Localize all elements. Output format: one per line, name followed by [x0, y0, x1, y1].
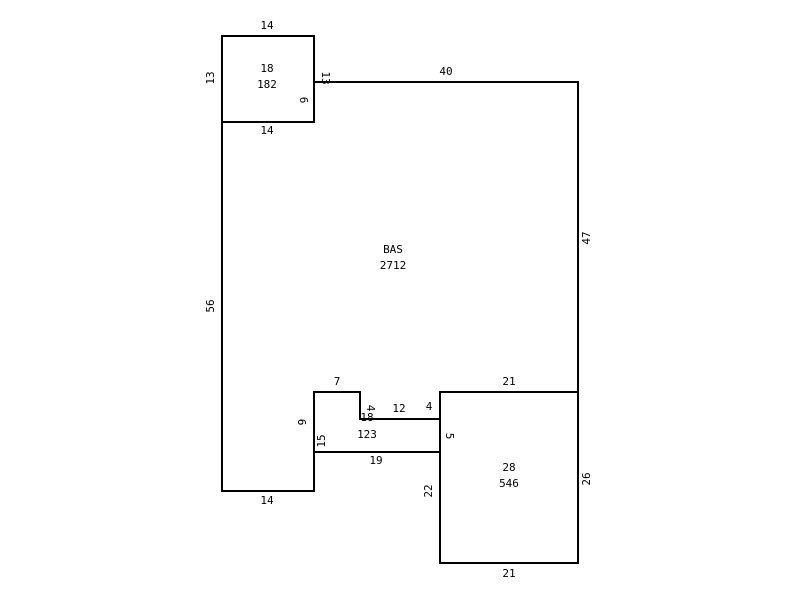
dim-bas-left: 56	[204, 299, 217, 312]
bottom-right-area-value: 546	[499, 477, 519, 490]
dim-tl-bottom: 14	[260, 124, 274, 137]
top-left-area-value: 182	[257, 78, 277, 91]
main-structure-outline	[314, 81, 579, 564]
dim-br-top: 21	[502, 375, 515, 388]
bas-area-code: BAS	[383, 243, 403, 256]
dim-mid-notch-top: 7	[334, 375, 341, 388]
dim-bas-right: 47	[580, 231, 593, 244]
dim-br-left: 22	[422, 484, 435, 497]
dim-mid-right: 5	[443, 433, 456, 440]
dim-mid-top: 12	[392, 402, 405, 415]
bas-area-value: 2712	[380, 259, 407, 272]
bottom-right-area-code: 28	[502, 461, 515, 474]
dim-tl-left: 13	[204, 71, 217, 84]
dim-br-bottom: 21	[502, 567, 515, 580]
dim-mid-left: 9	[296, 419, 309, 426]
dim-bas-bottom: 14	[260, 494, 274, 507]
dim-mid-bottom: 19	[369, 454, 382, 467]
top-left-area-code: 18	[260, 62, 273, 75]
dim-mid-notch-right: 4	[364, 405, 377, 412]
dim-br-right: 26	[580, 472, 593, 485]
dim-tl-right-inner: 6	[297, 97, 310, 104]
middle-area-value: 123	[357, 428, 377, 441]
dim-bas-top: 40	[439, 65, 452, 78]
dim-tl-right-outer: 13	[319, 71, 332, 84]
dim-tl-top: 14	[260, 19, 274, 32]
middle-area-code: 18	[360, 411, 373, 424]
main-structure-left-outline	[221, 122, 440, 492]
top-left-room-outline	[221, 35, 315, 123]
dim-mid-left-inner: 15	[315, 434, 328, 447]
dim-mid-right-small: 4	[426, 400, 433, 413]
